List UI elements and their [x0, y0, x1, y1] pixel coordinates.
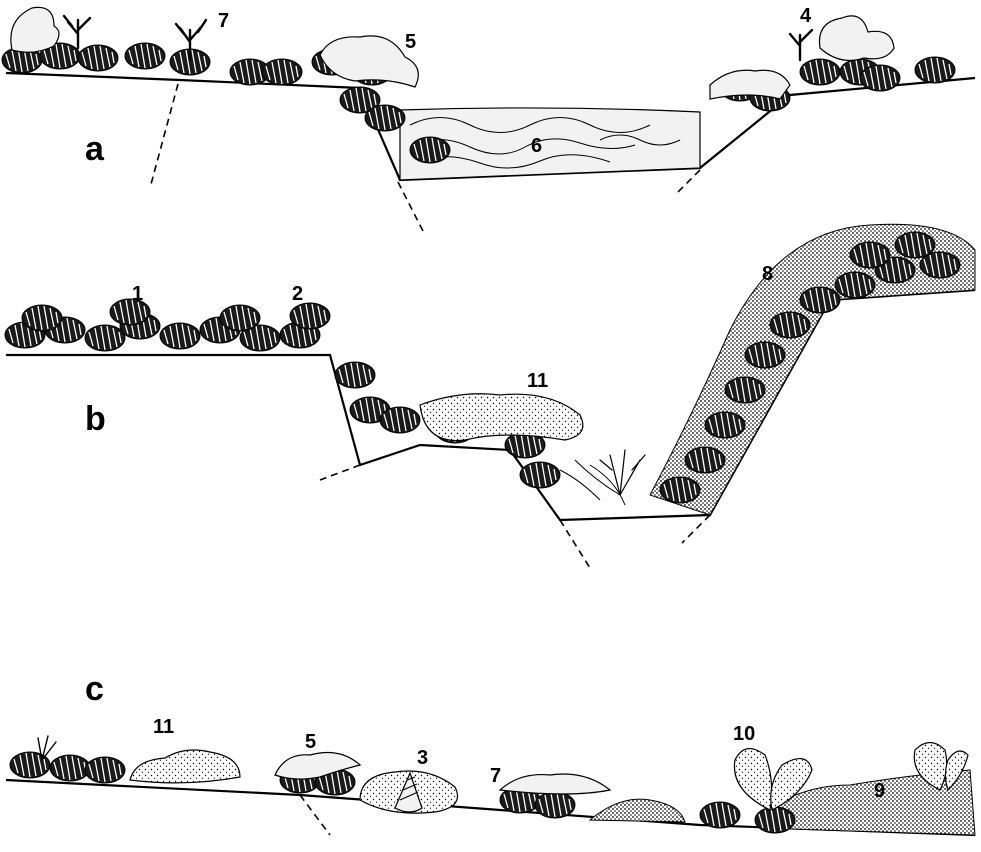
- panel-c-filaments-7: [500, 774, 610, 794]
- label-4: 4: [800, 5, 812, 27]
- panel-b-crack-left: [320, 465, 360, 480]
- label-1: 1: [132, 283, 143, 305]
- label-11-b: 11: [527, 370, 548, 392]
- label-5-c: 5: [305, 731, 316, 753]
- label-10: 10: [733, 723, 755, 745]
- panel-a-crack-center: [398, 182, 425, 235]
- panel-a-epiphyte-right: [819, 16, 894, 61]
- panel-a-weed-4: [790, 30, 812, 60]
- label-5: 5: [405, 31, 416, 53]
- panel-a-weed-left: [64, 16, 90, 48]
- panel-c-turf-7: [590, 799, 685, 822]
- label-7: 6: [531, 135, 542, 157]
- label-2: 2: [292, 283, 303, 305]
- panel-a-epiphyte-left: [11, 7, 59, 52]
- label-11-c: 11: [153, 716, 174, 738]
- panel-a-letter: a: [85, 130, 105, 168]
- panel-b-crack-center: [560, 520, 590, 568]
- label-3: 3: [417, 747, 428, 769]
- panel-a-crack-right: [675, 170, 700, 195]
- panel-a-filaments-4: [710, 70, 790, 99]
- panel-b-crack-right: [682, 515, 710, 543]
- panel-c-letter: c: [85, 670, 104, 708]
- panel-a: a 7 5 4 6: [2, 5, 975, 235]
- panel-b-letter: b: [85, 400, 106, 438]
- panel-c-crack: [300, 795, 330, 835]
- label-8: 8: [762, 263, 773, 285]
- panel-c-alga-10-a: [734, 749, 771, 810]
- label-9: 9: [874, 780, 885, 802]
- panel-b: b 1 2 8 11: [5, 224, 975, 568]
- panel-c: c 11 5 3 7 10 9: [6, 670, 975, 835]
- panel-c-weed: [38, 736, 56, 760]
- panel-c-sponge-11: [130, 750, 240, 783]
- label-7-c: 7: [490, 765, 501, 787]
- panel-a-crack-left: [150, 84, 178, 188]
- label-6: 7: [218, 10, 229, 32]
